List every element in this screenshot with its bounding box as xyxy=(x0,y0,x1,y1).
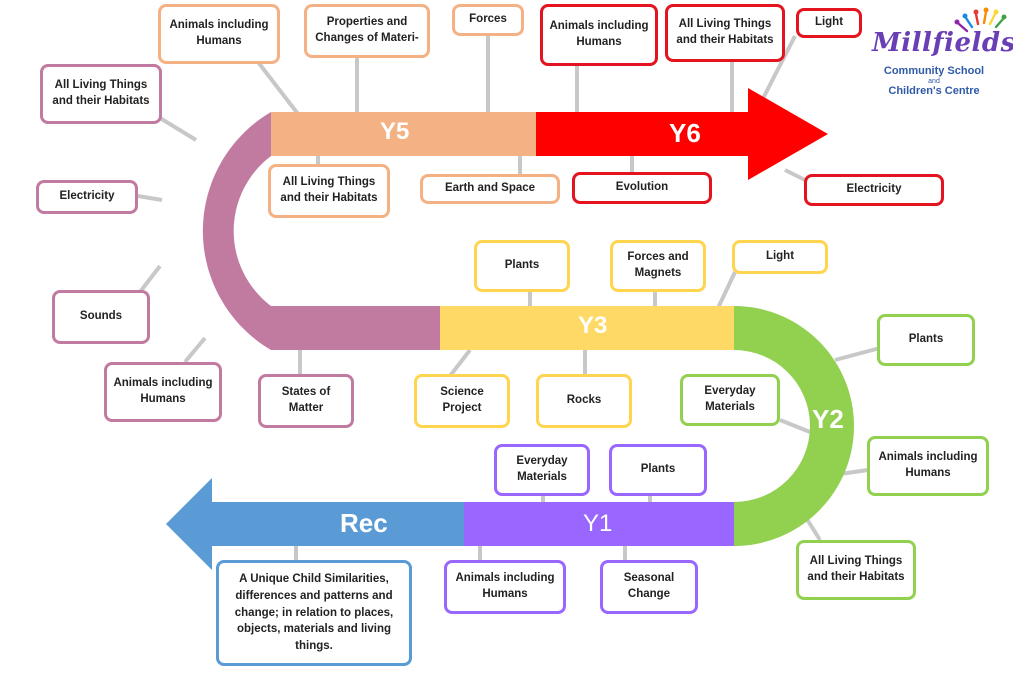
topic-y3-rocks: Rocks xyxy=(536,374,632,428)
topic-y4-sounds: Sounds xyxy=(52,290,150,344)
school-logo-icon xyxy=(954,7,1007,33)
topic-y3-light: Light xyxy=(732,240,828,274)
topic-y1-animals: Animals including Humans xyxy=(444,560,566,614)
school-logo-line2: and xyxy=(928,78,940,85)
topic-y2-plants: Plants xyxy=(877,314,975,366)
label-y3: Y3 xyxy=(578,312,608,339)
label-y4: Y4 xyxy=(158,212,188,239)
school-logo-name: Millfields xyxy=(872,28,1013,58)
topic-rec-unique-child: A Unique Child Similarities, differences… xyxy=(216,560,412,666)
topic-y2-animals: Animals including Humans xyxy=(867,436,989,496)
label-y5: Y5 xyxy=(380,118,410,145)
topic-y4-animals: Animals including Humans xyxy=(104,362,222,422)
topic-y3-science-project: Science Project xyxy=(414,374,510,428)
label-y2: Y2 xyxy=(812,404,844,434)
road-y6-arrow xyxy=(536,88,828,180)
topic-y5-living-things: All Living Things and their Habitats xyxy=(268,164,390,218)
topic-y6-light: Light xyxy=(796,8,862,38)
topic-y5-earth-space: Earth and Space xyxy=(420,174,560,204)
topic-y4-living-things: All Living Things and their Habitats xyxy=(40,64,162,124)
topic-y3-plants: Plants xyxy=(474,240,570,292)
topic-y2-materials: Everyday Materials xyxy=(680,374,780,426)
topic-y1-materials: Everyday Materials xyxy=(494,444,590,496)
topic-y4-states-matter: States of Matter xyxy=(258,374,354,428)
topic-y5-materials: Properties and Changes of Materi- xyxy=(304,4,430,58)
topic-y4-electricity: Electricity xyxy=(36,180,138,214)
topic-y1-seasonal-change: Seasonal Change xyxy=(600,560,698,614)
topic-y3-forces-magnets: Forces and Magnets xyxy=(610,240,706,292)
school-logo-line1: Community School xyxy=(883,65,985,77)
label-rec: Rec xyxy=(340,508,388,538)
road-y4 xyxy=(202,112,440,350)
road-y5 xyxy=(271,112,537,156)
label-y1: Y1 xyxy=(583,510,613,537)
connector-lines xyxy=(137,34,881,562)
topic-y1-plants: Plants xyxy=(609,444,707,496)
label-y6: Y6 xyxy=(669,118,701,148)
topic-y6-animals: Animals including Humans xyxy=(540,4,658,66)
topic-y6-living-things: All Living Things and their Habitats xyxy=(665,4,785,62)
topic-y5-forces: Forces xyxy=(452,4,524,36)
road-y3 xyxy=(440,306,734,350)
road-y2 xyxy=(734,306,854,546)
school-logo-line3: Children's Centre xyxy=(888,85,980,97)
topic-y6-evolution: Evolution xyxy=(572,172,712,204)
road-rec-arrow xyxy=(166,478,464,570)
topic-y2-living-things: All Living Things and their Habitats xyxy=(796,540,916,600)
road-y1 xyxy=(464,502,734,546)
topic-y5-animals: Animals including Humans xyxy=(158,4,280,64)
topic-y6-electricity: Electricity xyxy=(804,174,944,206)
